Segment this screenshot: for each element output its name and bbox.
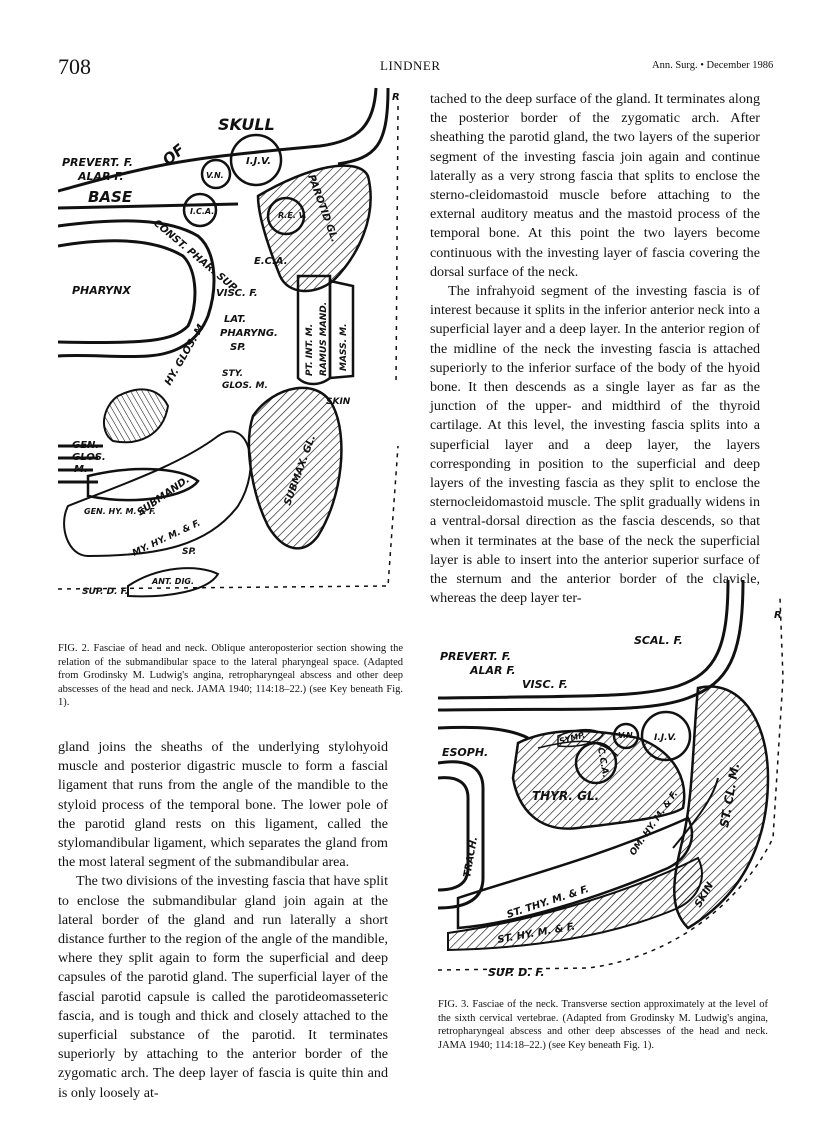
label-antdig: ANT. DIG.	[151, 577, 194, 586]
left-paragraph-2: The two divisions of the investing fasci…	[58, 873, 388, 1101]
label-ica: I.C.A.	[190, 207, 214, 216]
label-vn: V.N.	[206, 171, 224, 180]
left-column-text: gland joins the sheaths of the underlyin…	[58, 738, 388, 1103]
label-sty: STY.	[222, 369, 243, 379]
right-column-text: tached to the deep surface of the gland.…	[430, 90, 760, 608]
label-prevert: PREVERT. F.	[62, 156, 133, 169]
right-paragraph-1: tached to the deep surface of the gland.…	[430, 91, 760, 280]
label-base: BASE	[88, 188, 133, 206]
figure-3-caption-box: FIG. 3. Fasciae of the neck. Transverse …	[438, 998, 768, 1052]
figure-2-caption: FIG. 2. Fasciae of head and neck. Obliqu…	[58, 643, 403, 708]
label-ijv: I.J.V.	[246, 156, 271, 167]
label-ramus: RAMUS MAND.	[319, 302, 329, 376]
journal-citation: Ann. Surg. • December 1986	[652, 60, 774, 71]
label-eca: E.C.A.	[254, 256, 288, 267]
label-skull: SKULL	[218, 115, 275, 134]
running-title: LINDNER	[380, 58, 441, 73]
label-r-fig3: R	[774, 610, 782, 621]
label-lat: LAT.	[224, 314, 246, 325]
page-number: 708	[58, 54, 91, 79]
label-r-fig2: R	[392, 92, 400, 103]
left-paragraph-1: gland joins the sheaths of the underlyin…	[58, 739, 388, 871]
label-supdf: SUP. D. F.	[82, 587, 128, 597]
figure-3-caption: FIG. 3. Fasciae of the neck. Transverse …	[438, 999, 768, 1051]
label-glos: GLOS. M.	[222, 381, 268, 391]
label-alar-fig3: ALAR F.	[469, 664, 516, 677]
label-visc: VISC. F.	[216, 288, 258, 299]
label-glos2: GLOS.	[72, 452, 106, 463]
label-prevert-fig3: PREVERT. F.	[440, 650, 511, 663]
label-ptint: PT. INT. M.	[305, 324, 315, 376]
label-supdf-fig3: SUP. D. F.	[488, 966, 545, 979]
figure-3-illustration: SCAL. F. PREVERT. F. ALAR F. VISC. F. SY…	[437, 578, 793, 988]
figure-2-caption-box: FIG. 2. Fasciae of head and neck. Obliqu…	[58, 642, 403, 710]
label-mass: MASS. M.	[339, 324, 349, 372]
label-pharyng: PHARYNG.	[220, 328, 278, 339]
label-alar: ALAR F.	[77, 170, 124, 183]
label-pharynx: PHARYNX	[72, 284, 131, 297]
label-ijv-fig3: I.J.V.	[654, 733, 677, 743]
figure-2-illustration: SKULL OF BASE PREVERT. F. ALAR F. I.J.V.…	[57, 86, 408, 606]
right-paragraph-2: The infrahyoid segment of the investing …	[430, 283, 760, 607]
label-reu: R.E. V.	[278, 211, 307, 220]
label-trach: TRACH.	[462, 836, 480, 879]
label-esoph: ESOPH.	[442, 746, 488, 759]
label-sp2: SP.	[182, 547, 196, 557]
label-m: M.	[74, 464, 88, 475]
label-scal: SCAL. F.	[634, 634, 683, 647]
label-genhy: GEN. HY. M. & F.	[84, 507, 156, 516]
label-gen: GEN.	[72, 440, 99, 451]
label-thyr: THYR. GL.	[532, 789, 599, 803]
label-sp1: SP.	[230, 342, 246, 353]
label-skin-fig2: SKIN	[326, 397, 351, 407]
label-vn-fig3: V.N.	[618, 731, 636, 740]
label-visc-fig3: VISC. F.	[522, 678, 568, 691]
